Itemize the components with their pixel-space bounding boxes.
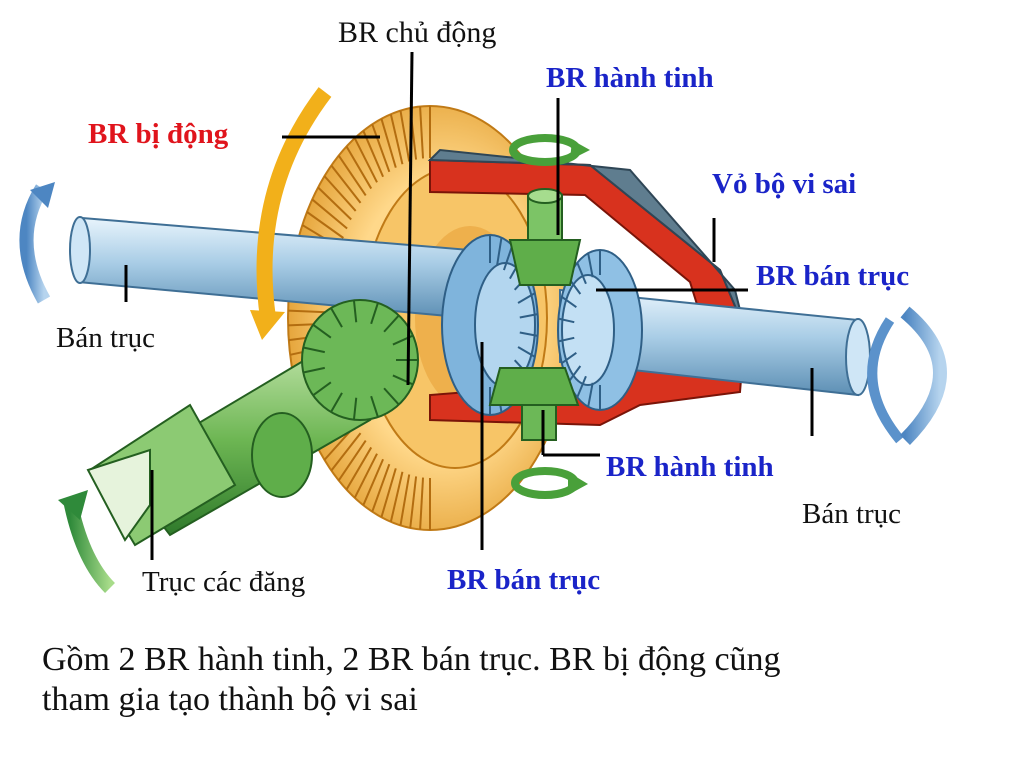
gear-tooth (353, 137, 378, 183)
gear-tooth (303, 346, 325, 354)
gear-tooth (558, 336, 575, 343)
rotation-arrow-left-axle (19, 182, 55, 304)
label-axle-left: Bán trục (50, 322, 162, 355)
gear-tooth (312, 323, 332, 339)
label-planet-gear-top: BR hành tinh (546, 62, 714, 94)
rotation-arrow-ring-gear (250, 87, 332, 340)
gear-tooth (330, 164, 362, 204)
gear-tooth (399, 110, 411, 162)
pinion-gear-top (508, 188, 582, 286)
gear-tooth (362, 458, 384, 506)
gear-tooth (371, 463, 391, 513)
gear-tooth (337, 155, 367, 196)
rotation-arrow-right-axle (867, 306, 947, 445)
gear-tooth (370, 395, 379, 418)
gear-tooth (419, 477, 425, 530)
gear-tooth (558, 317, 575, 324)
gear-tooth (370, 302, 379, 325)
gear-tooth (352, 300, 358, 323)
label-planet-gear-bottom: BR hành tinh (600, 451, 780, 484)
gear-tooth (502, 244, 514, 271)
gear-tooth (519, 313, 538, 319)
gear-tooth (561, 295, 577, 308)
caption-line-1: Gồm 2 BR hành tinh, 2 BR bán trục. BR bị… (42, 641, 781, 678)
gear-tooth (399, 474, 411, 526)
gear-tooth (389, 113, 404, 165)
gear-tooth (517, 292, 536, 304)
gear-tooth (409, 476, 418, 529)
gear-tooth (371, 123, 391, 173)
gear-tooth (311, 198, 348, 230)
label-driven-gear: BR bị động (88, 118, 229, 150)
gear-tooth (576, 375, 587, 398)
gear-tooth (312, 381, 332, 397)
gear-tooth (345, 446, 373, 491)
caption: Gồm 2 BR hành tinh, 2 BR bán trục. BR bị… (42, 640, 982, 720)
gear-tooth (345, 145, 373, 190)
gear-tooth (517, 346, 536, 358)
gear-tooth (337, 440, 367, 481)
gear-tooth (383, 387, 400, 406)
rotation-arrow-pinion-bottom (511, 467, 588, 499)
gear-tooth (353, 453, 378, 499)
label-drive-pinion: BR chủ động (338, 16, 497, 49)
gear-tooth (392, 374, 414, 386)
label-side-gear-bottom: BR bán trục (447, 564, 601, 596)
caption-line-2: tham gia tạo thành bộ vi sai (42, 681, 418, 718)
label-differential-case: Vỏ bộ vi sai (706, 168, 863, 201)
gear-tooth (561, 352, 577, 365)
gear-tooth (330, 392, 343, 413)
gear-tooth (567, 365, 582, 383)
gear-tooth (323, 175, 357, 212)
gear-tooth (383, 314, 400, 333)
pinion-gear-bottom (488, 367, 580, 441)
rotation-arrow-propeller-shaft (58, 490, 116, 593)
label-propeller-shaft: Trục các đăng (142, 566, 306, 598)
label-side-gear-right: BR bán trục (750, 260, 916, 293)
gear-tooth (587, 382, 594, 407)
label-axle-right: Bán trục (802, 498, 902, 530)
gear-tooth (496, 237, 503, 265)
rotation-arrow-pinion-top (509, 134, 590, 166)
gear-tooth (389, 471, 404, 523)
gear-tooth (519, 331, 538, 337)
gear-tooth (306, 211, 344, 239)
leader-lines (124, 51, 814, 560)
gear-tooth (380, 118, 397, 168)
gear-tooth (352, 397, 358, 420)
gear-tooth (419, 106, 425, 159)
gear-tooth (330, 432, 362, 472)
gear-tooth (330, 307, 343, 328)
gear-tooth (303, 366, 325, 374)
gear-tooth (288, 309, 331, 314)
gear-tooth (380, 468, 397, 518)
gear-tooth (317, 186, 352, 221)
drive-pinion-and-propeller-shaft (86, 299, 419, 547)
gear-tooth (587, 253, 594, 278)
gear-tooth (576, 262, 587, 285)
